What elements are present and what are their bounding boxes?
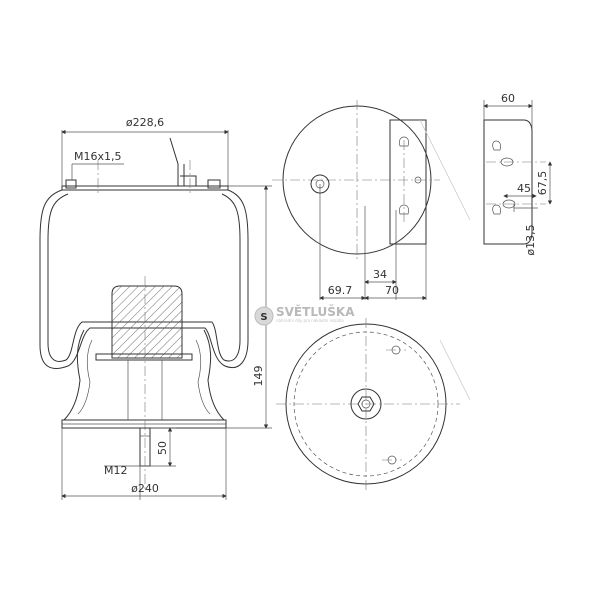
- dim-diameter-top: ø228,6: [126, 116, 164, 129]
- dim-thread-bottom: M12: [104, 464, 128, 477]
- dim-hole-diameter: ø13,5: [524, 224, 537, 255]
- bracket-side-view: 60 67,5 45 ø13,5: [483, 92, 553, 256]
- side-section-view: ø228,6 M16x1,5 149 50 M12 ø240: [39, 116, 272, 500]
- dim-offset-69-7: 69.7: [328, 284, 353, 297]
- dim-height: 149: [252, 366, 265, 387]
- top-plate-view: 34 69.7 70: [272, 100, 440, 301]
- watermark-logo: S SVĚTLUŠKA náhradní díly pro nákladní v…: [254, 304, 355, 326]
- dim-hole-spacing: 67,5: [536, 171, 549, 196]
- dim-offset-45: 45: [517, 182, 531, 195]
- dim-thread-top: M16x1,5: [74, 150, 122, 163]
- dim-plate-width: 60: [501, 92, 515, 105]
- dim-stud-length: 50: [156, 441, 169, 455]
- watermark-title: SVĚTLUŠKA: [276, 304, 355, 319]
- dim-offset-34: 34: [373, 268, 387, 281]
- watermark-subtitle: náhradní díly pro nákladní vozidla: [276, 318, 344, 323]
- dim-diameter-bottom: ø240: [131, 482, 159, 495]
- base-plate-view: [276, 318, 460, 492]
- svg-text:S: S: [260, 312, 267, 323]
- dim-offset-70: 70: [385, 284, 399, 297]
- background-diagonals: [419, 119, 471, 401]
